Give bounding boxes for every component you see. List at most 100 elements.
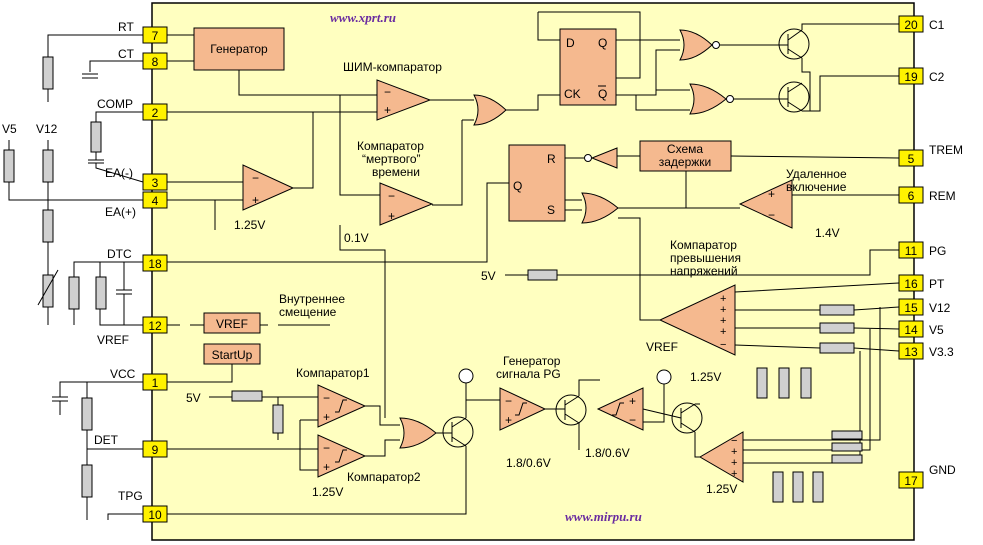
resistor-ov-1: [756, 367, 768, 399]
pin-18-name: DTC: [107, 247, 132, 261]
resistor-v33-in: [819, 342, 855, 354]
pg-threshold-a: 1.8/0.6V: [506, 456, 551, 470]
undervoltage-comparator: [699, 431, 744, 483]
uv-ref-voltage: 1.25V: [706, 482, 737, 496]
pin-19-name: C2: [929, 70, 945, 84]
rem-plus: +: [768, 187, 775, 201]
pin-8-number: 8: [152, 55, 159, 69]
resistor-v5-in: [819, 322, 855, 334]
ov-plus-4: +: [720, 326, 726, 338]
pin-17-name: GND: [929, 463, 956, 477]
current-source-1: [458, 368, 474, 384]
resistor-pot: [42, 274, 54, 308]
ov-plus-1: +: [720, 293, 726, 305]
uv-plus-3: +: [731, 468, 737, 480]
transistor-q5: [671, 402, 703, 434]
pg-comparator: [499, 387, 547, 431]
pg-minus: −: [505, 394, 512, 408]
deadtime-comparator: [379, 182, 434, 226]
resistor-v5: [3, 149, 15, 183]
ov-plus-2: +: [720, 304, 726, 316]
pg2-plus: +: [629, 394, 636, 408]
startup-label: StartUp: [212, 348, 253, 362]
c2-plus: +: [323, 460, 330, 474]
or-gate-rs: [581, 192, 619, 224]
d-flipflop: [559, 28, 617, 106]
resistor-ov-2: [778, 367, 790, 399]
transistor-q2-leads: [734, 82, 803, 112]
ff-qbar-label: Q: [598, 87, 607, 101]
watermark-bottom: www.mirpu.ru: [565, 509, 642, 524]
overvoltage-label-3: напряжений: [670, 264, 738, 278]
remote-ref-voltage: 1.4V: [815, 226, 840, 240]
resistor-ov-3: [800, 367, 812, 399]
transistor-q4: [555, 394, 587, 426]
nor-gate-c1-bubble: [712, 41, 720, 49]
pin-14-name: V5: [929, 323, 944, 337]
resistor-uv-3: [812, 471, 824, 503]
pin-15-number: 15: [904, 301, 918, 315]
pin-9-name: DET: [94, 433, 119, 447]
resistor-comp: [90, 121, 102, 153]
nor-gate-c2: [689, 83, 727, 115]
pin-6-name: REM: [929, 189, 956, 203]
ea-plus: +: [252, 193, 259, 207]
resistor-uv-in-2: [831, 442, 863, 452]
pin-18-number: 18: [148, 257, 162, 271]
delay-label-2: задержки: [659, 155, 712, 169]
pin-1-name: VCC: [110, 367, 136, 381]
resistor-uv-in-3: [831, 454, 863, 464]
pin-17-box: [898, 471, 924, 489]
pin-13-name: V3.3: [929, 345, 954, 359]
ff-ck-label: CK: [564, 87, 581, 101]
resistor-rt: [42, 56, 54, 90]
resistor-5v-b: [527, 269, 558, 281]
supply-5v-b: 5V: [481, 269, 496, 283]
pin-2-name: COMP: [97, 97, 133, 111]
external-wiring: [8, 34, 144, 520]
pg-plus: +: [505, 413, 512, 427]
overvoltage-comparator: [658, 284, 736, 356]
pin-16-name: PT: [929, 277, 945, 291]
pwm-comparator-label: ШИМ-компаратор: [343, 60, 442, 74]
uv-plus-1: +: [731, 446, 737, 458]
pin-3-number: 3: [152, 176, 159, 190]
pin-5-number: 5: [908, 152, 915, 166]
pin-16-number: 16: [904, 277, 918, 291]
or-gate-comp: [399, 417, 437, 449]
resistor-5v-a: [231, 390, 263, 402]
pin-6-number: 6: [908, 189, 915, 203]
pg-comparator-hysteresis: [515, 402, 527, 416]
internal-bias-label-1: Внутреннее: [279, 292, 345, 306]
pin-11-name: PG: [929, 244, 946, 258]
pg2-minus: −: [629, 413, 636, 427]
watermark-top: www.xprt.ru: [330, 10, 396, 25]
annotations: ШИМ-компаратор Компаратор “мертвого” вре…: [2, 60, 847, 499]
ov-minus: −: [720, 339, 726, 351]
pwm-comp-minus: −: [384, 85, 391, 99]
remote-label-1: Удаленное: [786, 167, 847, 181]
resistor-v12: [42, 149, 54, 183]
supply-5v-a: 5V: [186, 391, 201, 405]
deadtime-label-2: “мертвого”: [362, 152, 421, 166]
comparator-2-label: Компаратор2: [347, 470, 421, 484]
deadtime-offset-voltage: 0.1V: [344, 231, 369, 245]
deadtime-label-3: времени: [372, 165, 420, 179]
error-amplifier: [242, 164, 295, 211]
ov-plus-3: +: [720, 315, 726, 327]
remote-label-2: включение: [786, 180, 847, 194]
vref-label: VREF: [216, 317, 248, 331]
current-source-2: [656, 369, 672, 385]
pin-20-name: C1: [929, 18, 945, 32]
pin-4-number: 4: [152, 194, 159, 208]
ea-minus: −: [252, 171, 259, 185]
vref-block: [203, 312, 261, 334]
c1-plus: +: [323, 410, 330, 424]
dt-minus: −: [388, 189, 395, 203]
c2-minus: −: [323, 441, 330, 455]
rs-q-label: Q: [513, 179, 522, 193]
pin-4-name: EA(+): [105, 205, 136, 219]
left-pins: 7 RT 8 CT 2 COMP 3 EA(-) 4 EA(+) 18 DTC …: [94, 20, 168, 523]
